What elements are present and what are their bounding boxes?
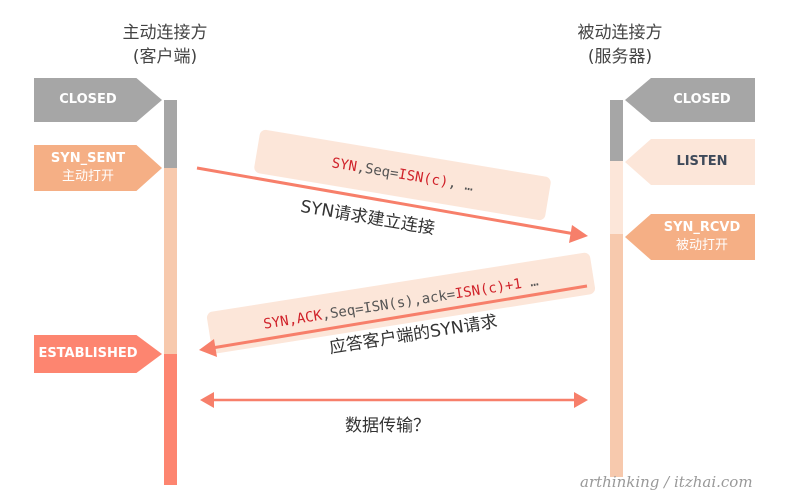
data-transfer-label: 数据传输？: [345, 416, 430, 436]
client-title-text: 主动连接方: [122, 23, 208, 43]
data-arrowhead-right: [574, 392, 588, 408]
server-state-closed: CLOSED: [625, 78, 755, 122]
state-desc: 主动打开: [61, 169, 114, 184]
watermark: arthinking / itzhai.com: [580, 473, 753, 491]
server-state-syn-rcvd: SYN_RCVD 被动打开: [625, 214, 755, 260]
server-title: 被动连接方 (服务器): [520, 21, 720, 69]
server-state-listen: LISTEN: [625, 139, 755, 185]
client-title: 主动连接方 (客户端): [65, 21, 265, 69]
client-state-syn-sent: SYN_SENT 主动打开: [34, 145, 162, 191]
client-timeline-syn-sent: [164, 168, 177, 354]
state-name: LISTEN: [676, 154, 728, 169]
client-timeline-closed: [164, 100, 177, 168]
state-desc: 被动打开: [675, 238, 728, 253]
state-name: CLOSED: [59, 92, 117, 107]
server-subtitle: (服务器): [587, 47, 653, 67]
server-timeline-listen: [610, 161, 623, 234]
state-name: ESTABLISHED: [38, 346, 138, 361]
syn-ack-arrowhead: [199, 339, 217, 357]
state-name: SYN_SENT: [50, 151, 126, 166]
client-timeline-established: [164, 354, 177, 485]
syn-ack-arrow: [211, 284, 588, 350]
server-timeline-closed: [610, 100, 623, 161]
data-arrowhead-left: [200, 392, 214, 408]
state-name: SYN_RCVD: [663, 220, 741, 235]
client-state-closed: CLOSED: [34, 78, 162, 122]
state-name: CLOSED: [673, 92, 731, 107]
client-state-established: ESTABLISHED: [34, 335, 162, 373]
syn-arrow: [196, 166, 576, 236]
server-title-text: 被动连接方: [577, 23, 663, 43]
syn-arrowhead: [569, 225, 588, 243]
client-subtitle: (客户端): [132, 47, 198, 67]
server-timeline-syn-rcvd: [610, 234, 623, 477]
